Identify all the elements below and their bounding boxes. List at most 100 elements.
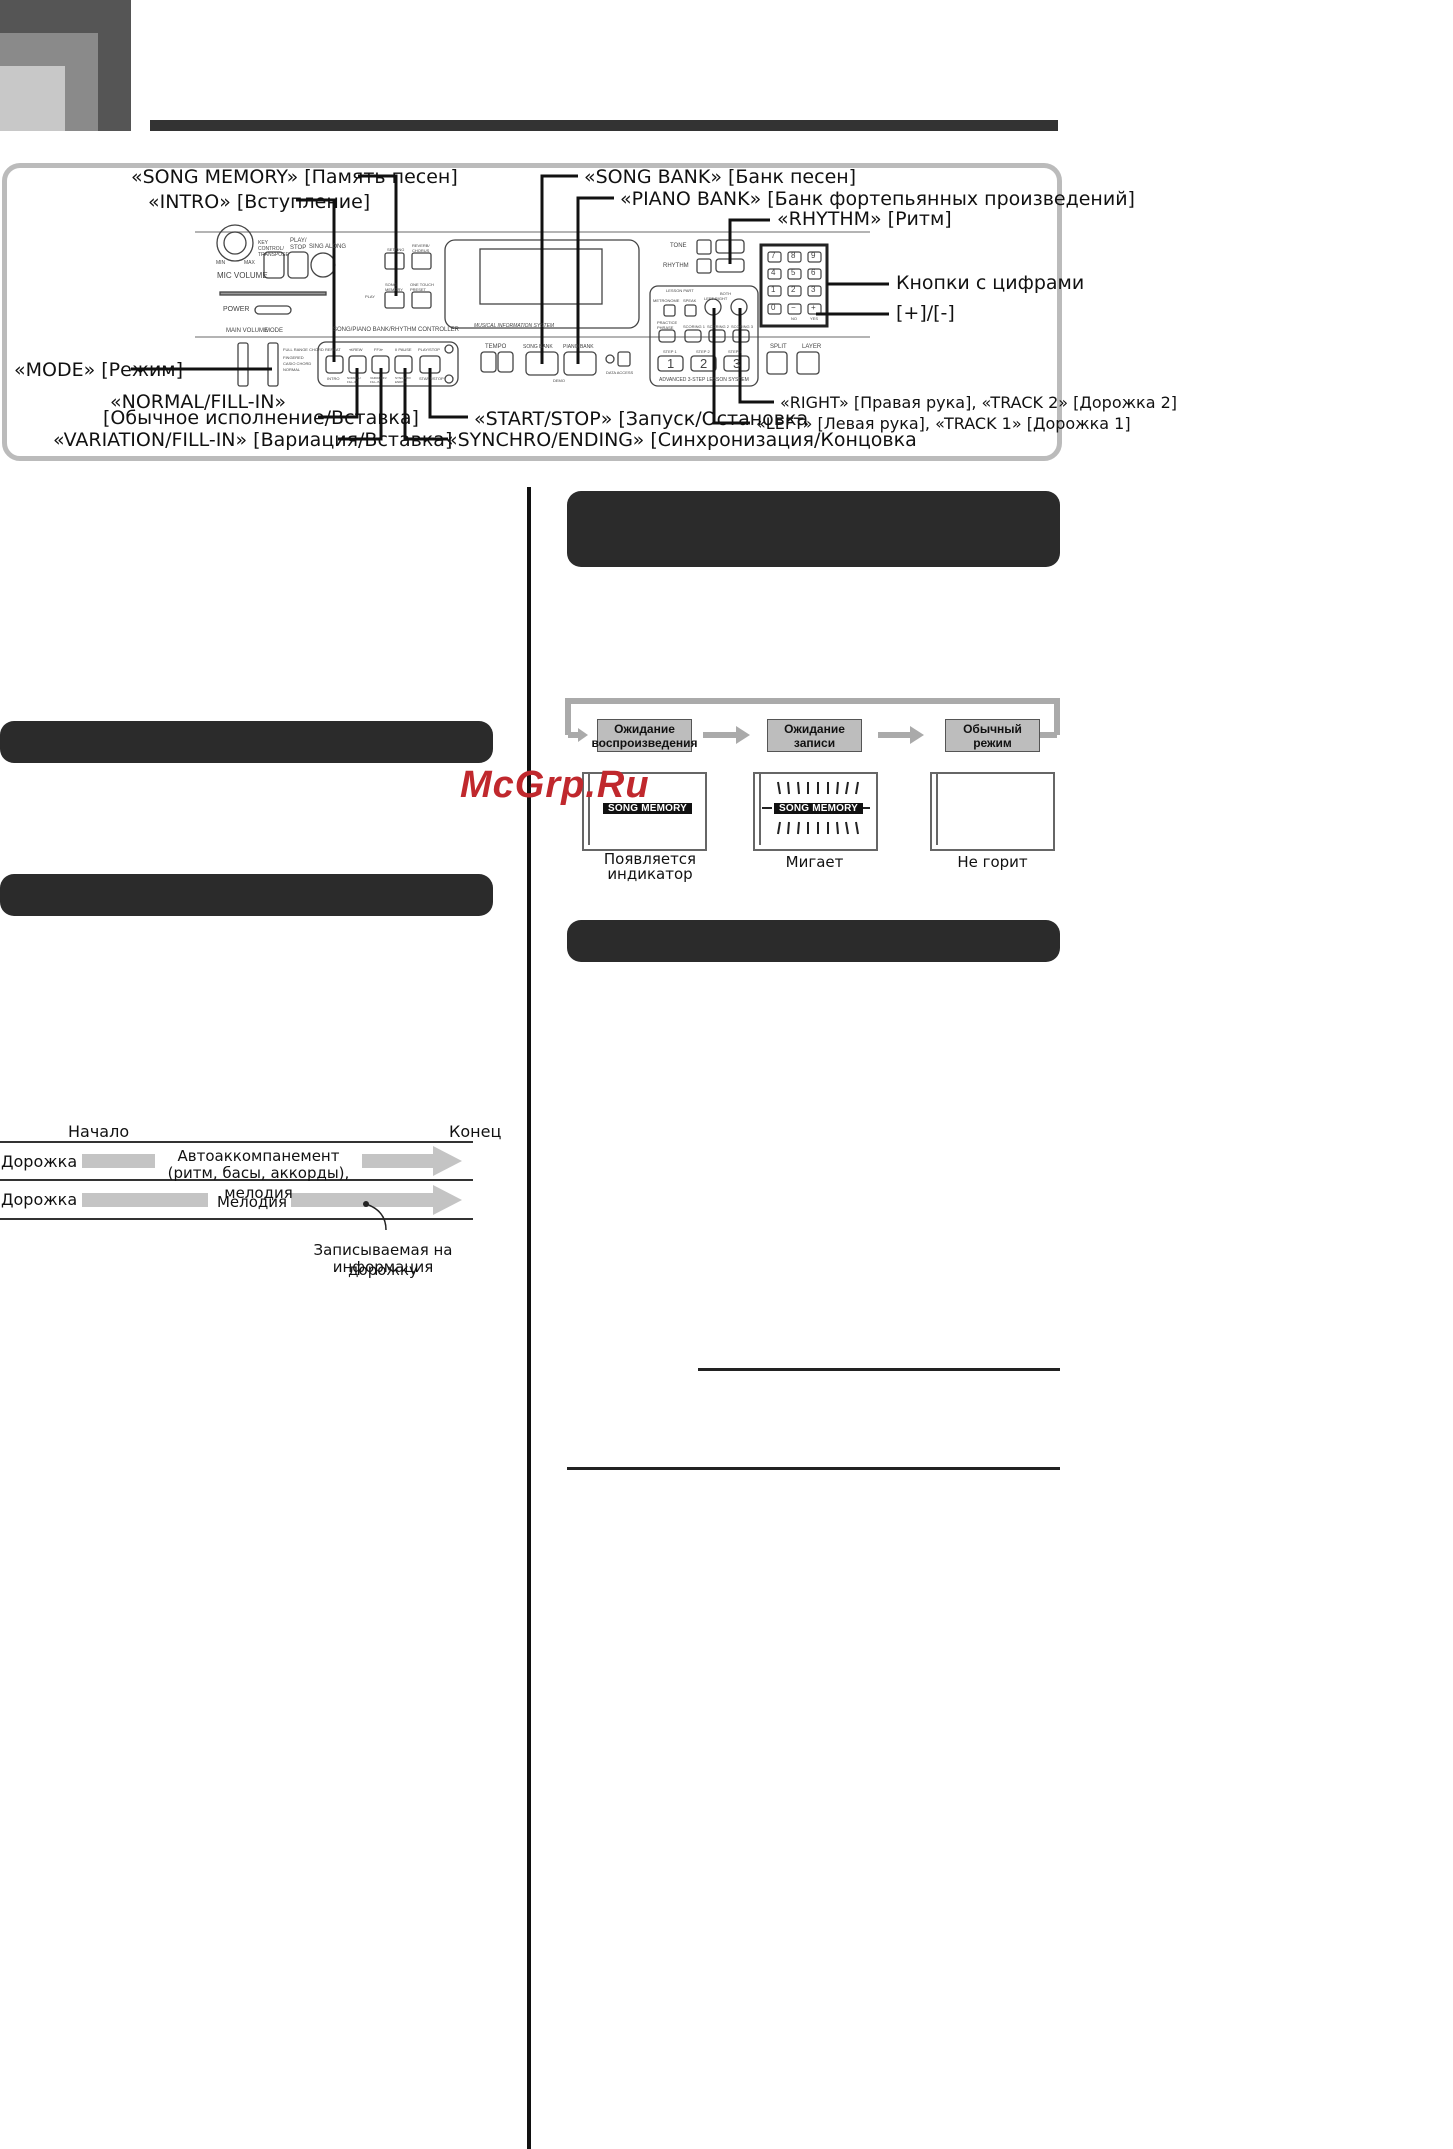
no-label: NO: [791, 316, 797, 321]
rhythm-panel-label: RHYTHM: [663, 263, 689, 269]
ctrl-play-stop: PLAY/STOP: [418, 347, 440, 352]
scoring-2-label: SCORING 2: [707, 324, 730, 329]
step-1-label: STEP 1: [663, 349, 677, 354]
track-auto-label-1: Автоаккомпанемент: [177, 1147, 340, 1165]
section-header-bar-4: [567, 920, 1060, 962]
key-5[interactable]: 5: [791, 268, 796, 277]
callout-right-track2: «RIGHT» [Правая рука], «TRACK 2» [Дорожк…: [780, 393, 1178, 412]
track-melody-label: Мелодия: [216, 1193, 288, 1211]
callout-song-bank: «SONG BANK» [Банк песен]: [584, 166, 857, 188]
header-rule: [150, 120, 1058, 131]
ctrl-repeat: REPEAT: [325, 347, 341, 352]
reverb-chorus-label: REVERB/ CHORUS: [412, 243, 430, 253]
key-minus[interactable]: −: [791, 303, 796, 312]
scoring-3-label: SCORING 3: [731, 324, 754, 329]
key-8[interactable]: 8: [791, 251, 796, 260]
mode-panel-label: MODE: [265, 328, 283, 334]
caption-off: Не горит: [957, 853, 1028, 871]
step-3-label: STEP 3: [728, 349, 742, 354]
song-memory-indicator-blink: SONG MEMORY: [774, 803, 864, 814]
track-end-label: Конец: [449, 1122, 502, 1141]
key-4[interactable]: 4: [771, 268, 776, 277]
mode-option-2: FINGERED: [283, 355, 304, 360]
ctrl-normal: NORMAL/ FILL-IN: [347, 376, 361, 384]
piano-bank-panel-label: PIANO BANK: [563, 344, 594, 350]
callout-variation-fill: «VARIATION/FILL-IN» [Вариация/Вставка]: [53, 429, 453, 451]
lcd-normal: [930, 772, 1055, 851]
callout-synchro-ending: «SYNCHRO/ENDING» [Синхронизация/Концовка: [446, 429, 917, 451]
recorded-info-label-2: информация: [332, 1258, 434, 1276]
caption-blinks: Мигает: [785, 853, 844, 871]
key-7[interactable]: 7: [771, 251, 776, 260]
lcd-play-wait-edge: [588, 774, 590, 845]
metronome-label: METRONOME: [653, 298, 680, 303]
setting-label: SETTING: [387, 247, 405, 252]
track-rule-mid: [0, 1179, 473, 1181]
track-rule-top: [0, 1141, 473, 1143]
min-label: MIN: [216, 260, 226, 266]
both-label: BOTH: [720, 291, 732, 296]
keyboard-panel-svg: [131, 174, 889, 441]
track-2-label: Дорожка 2: [1, 1190, 93, 1209]
ctrl-rew: ≪REW: [349, 347, 363, 352]
ctrl-ff: FF≫: [374, 347, 384, 352]
note-rule-bottom: [567, 1467, 1060, 1470]
ctrl-intro: INTRO: [327, 376, 340, 381]
corner-block-light: [0, 66, 65, 131]
ctrl-synchro: SYNCHRO/ ENDING: [395, 376, 411, 384]
main-volume-label: MAIN VOLUME: [226, 328, 269, 334]
play-label: PLAY: [365, 294, 375, 299]
mode-option-3: CASIO CHORD: [283, 361, 312, 366]
key-0[interactable]: 0: [771, 303, 776, 312]
callout-mode: «MODE» [Режим]: [14, 359, 184, 381]
max-label: MAX: [244, 260, 255, 266]
sing-along-label: SING ALONG: [309, 244, 347, 250]
mis-label: MUSICAL INFORMATION SYSTEM: [474, 323, 555, 329]
callout-plus-minus: [+]/[-]: [896, 302, 955, 324]
speak-label: SPEAK: [683, 298, 697, 303]
caption-indicator-appears: Появляется индикатор: [603, 850, 697, 883]
power-label: POWER: [223, 306, 250, 313]
lesson-system-label: ADVANCED 3-STEP LESSON SYSTEM: [659, 377, 749, 383]
track-bars-svg: [82, 1146, 462, 1231]
mic-volume-label: MIC VOLUME: [217, 271, 268, 280]
song-memory-indicator-on: SONG MEMORY: [603, 803, 693, 814]
callout-normal-fill-2: [Обычное исполнение/Вставка]: [103, 407, 419, 429]
tempo-label: TEMPO: [485, 344, 507, 350]
key-3[interactable]: 3: [811, 285, 816, 294]
layer-label: LAYER: [802, 344, 822, 350]
callout-song-memory: «SONG MEMORY» [Память песен]: [131, 166, 458, 188]
step-2-button[interactable]: 2: [700, 356, 708, 371]
track-rule-bottom: [0, 1218, 473, 1220]
state-box-record-wait: Ожидание записи: [767, 719, 862, 752]
callout-start-stop: «START/STOP» [Запуск/Остановка: [474, 408, 809, 430]
state-box-normal: Обычный режим: [945, 719, 1040, 752]
step-1-button[interactable]: 1: [667, 356, 675, 371]
mode-option-4: NORMAL: [283, 367, 301, 372]
key-9[interactable]: 9: [811, 251, 816, 260]
section-header-bar-2: [0, 874, 493, 916]
section-header-bar-3: [567, 491, 1060, 567]
key-plus[interactable]: +: [811, 303, 816, 312]
state-flow-svg: [565, 698, 1060, 744]
ctrl-start-stop: START/STOP: [419, 376, 444, 381]
callout-piano-bank: «PIANO BANK» [Банк фортепьянных произвед…: [620, 188, 1135, 210]
lesson-part-label: LESSON PART: [666, 288, 694, 293]
practice-phrase-label: PRACTICE PHRASE: [657, 320, 678, 330]
lcd-normal-edge: [936, 774, 938, 845]
data-access-label: DATA ACCESS: [606, 370, 634, 375]
key-1[interactable]: 1: [771, 285, 776, 294]
callout-intro: «INTRO» [Вступление]: [148, 191, 371, 213]
key-2[interactable]: 2: [791, 285, 796, 294]
split-label: SPLIT: [770, 344, 787, 350]
column-divider: [527, 487, 531, 2149]
lcd-record-wait-edge: [759, 774, 761, 845]
key-control-label: KEY CONTROL/ TRANSPOSE: [258, 240, 289, 258]
play-stop-label: PLAY/ STOP: [290, 238, 307, 251]
step-3-button[interactable]: 3: [733, 356, 741, 371]
state-box-play-wait: Ожидание воспроизведения: [591, 719, 698, 752]
watermark: McGrp.Ru: [460, 764, 650, 806]
key-6[interactable]: 6: [811, 268, 816, 277]
callout-number-buttons: Кнопки с цифрами: [896, 272, 1085, 294]
section-header-bar-1: [0, 721, 493, 763]
